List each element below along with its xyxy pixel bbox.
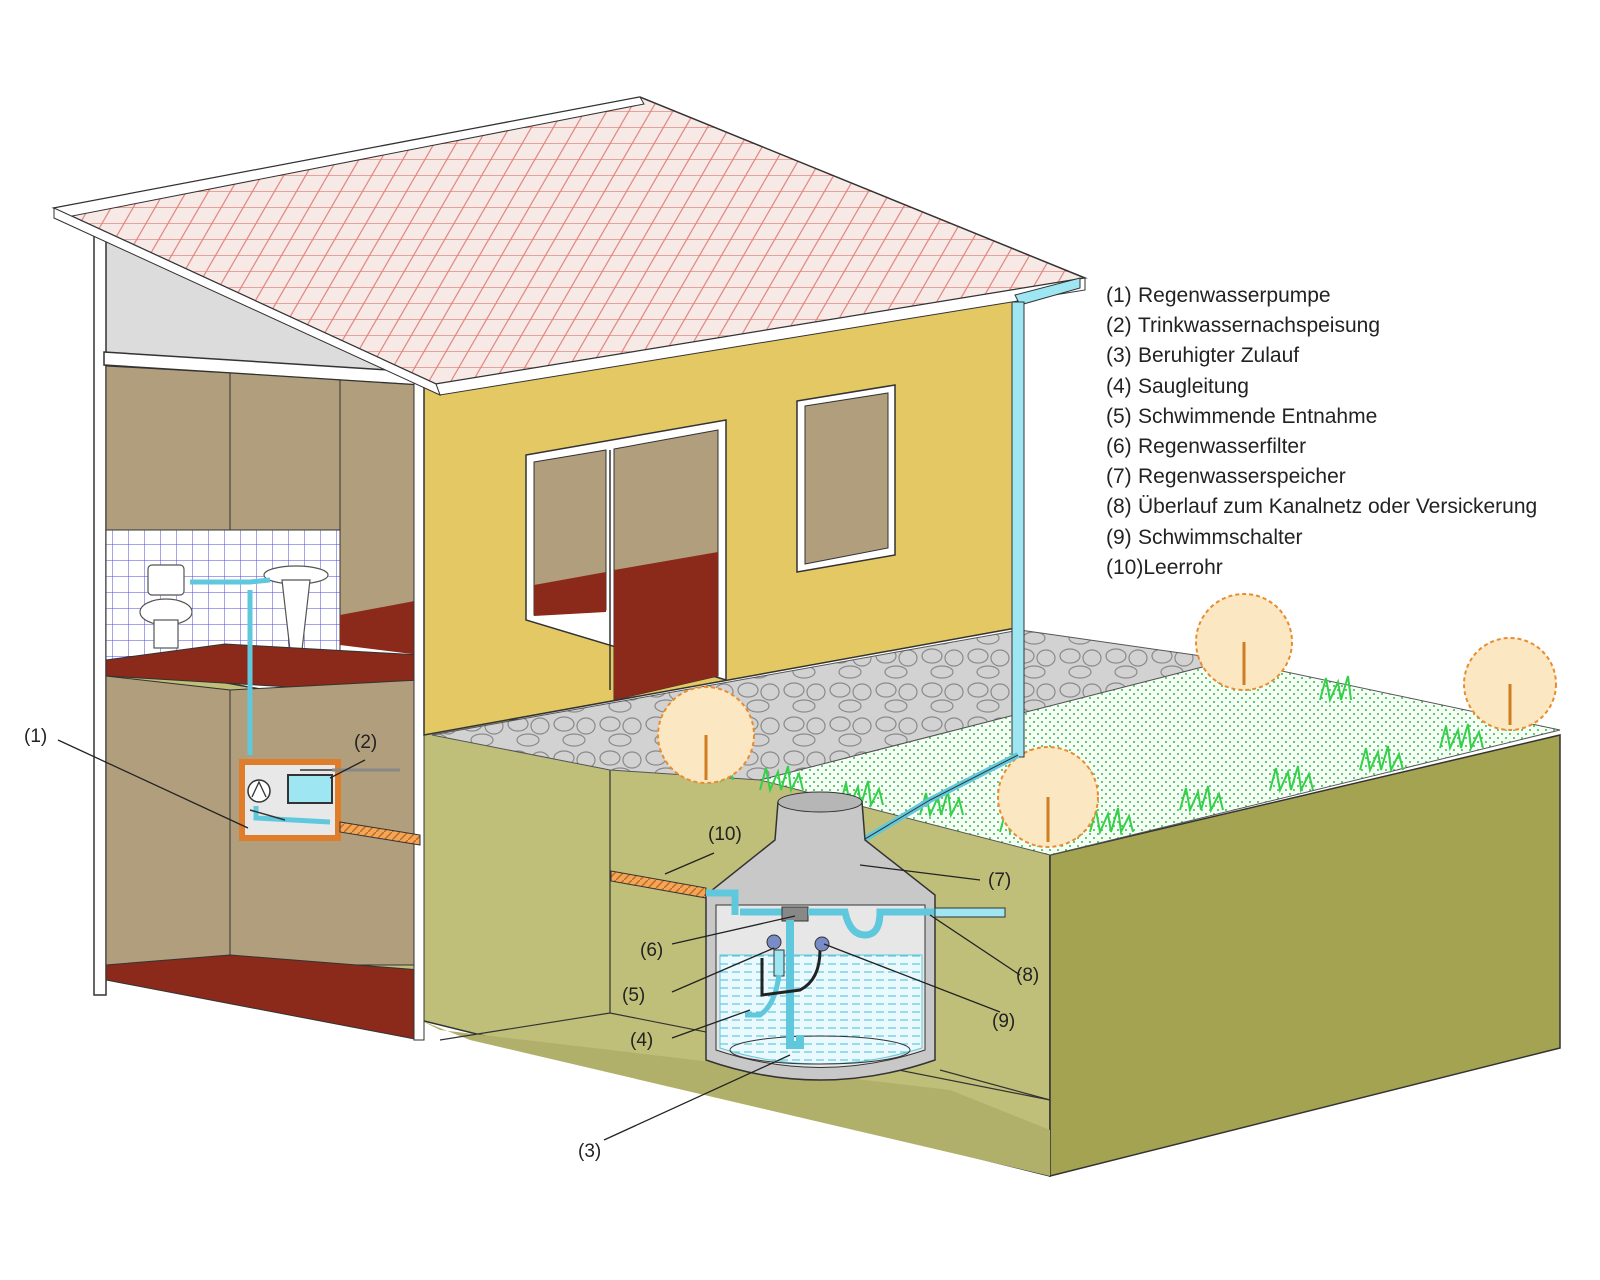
callout-8: (8): [1016, 965, 1040, 986]
callout-7: (7): [988, 870, 1012, 891]
bush-3: [1195, 593, 1293, 691]
callout-5: (5): [622, 985, 646, 1006]
stored-water: [719, 954, 923, 1065]
callout-10: (10): [708, 824, 742, 845]
bush-4: [1463, 637, 1557, 731]
sink: [263, 565, 329, 651]
legend-item: (6)Regenwasserfilter: [1106, 434, 1307, 458]
leader-lines: [57, 739, 1021, 1141]
pump-icon: [247, 779, 271, 803]
bush-1: [657, 686, 755, 784]
potable-refill-tank: [287, 774, 333, 804]
house-front-wall: [423, 286, 1017, 736]
legend-item: (7)Regenwasserspeicher: [1106, 465, 1346, 489]
float-intake-icon: [766, 934, 782, 950]
bush-2: [997, 746, 1099, 848]
legend-item: (9)Schwimmschalter: [1106, 525, 1303, 549]
callout-4: (4): [630, 1030, 654, 1051]
downpipe: [778, 277, 1081, 893]
overflow-pipe: [934, 907, 1006, 918]
empty-conduit-house: [339, 821, 421, 846]
toilet: [139, 564, 193, 649]
legend-item: (1)Regenwasserpumpe: [1106, 284, 1331, 307]
filter-icon: [781, 906, 809, 922]
legend-item: (4)Saugleitung: [1106, 374, 1249, 398]
cistern: [705, 791, 1005, 1081]
bushes: [657, 593, 1557, 848]
pump-unit: [239, 759, 400, 841]
legend-item: (8)Überlauf zum Kanalnetz oder Versicker…: [1106, 495, 1538, 519]
legend-item: (2)Trinkwassernachspeisung: [1106, 314, 1381, 338]
callout-9: (9): [992, 1011, 1016, 1032]
legend: (1)Regenwasserpumpe (2)Trinkwassernachsp…: [1106, 284, 1537, 586]
legend-item: (5)Schwimmende Entnahme: [1106, 404, 1378, 428]
callout-1: (1): [24, 726, 48, 747]
supply-pipes: [190, 577, 271, 755]
roof: [51, 96, 1088, 396]
callout-2: (2): [354, 732, 378, 753]
legend-item: (3)Beruhigter Zulauf: [1106, 344, 1300, 368]
legend-item: (10)Leerrohr: [1106, 555, 1223, 579]
callout-6: (6): [640, 940, 664, 961]
callout-3: (3): [578, 1141, 602, 1162]
float-switch-icon: [814, 936, 830, 952]
